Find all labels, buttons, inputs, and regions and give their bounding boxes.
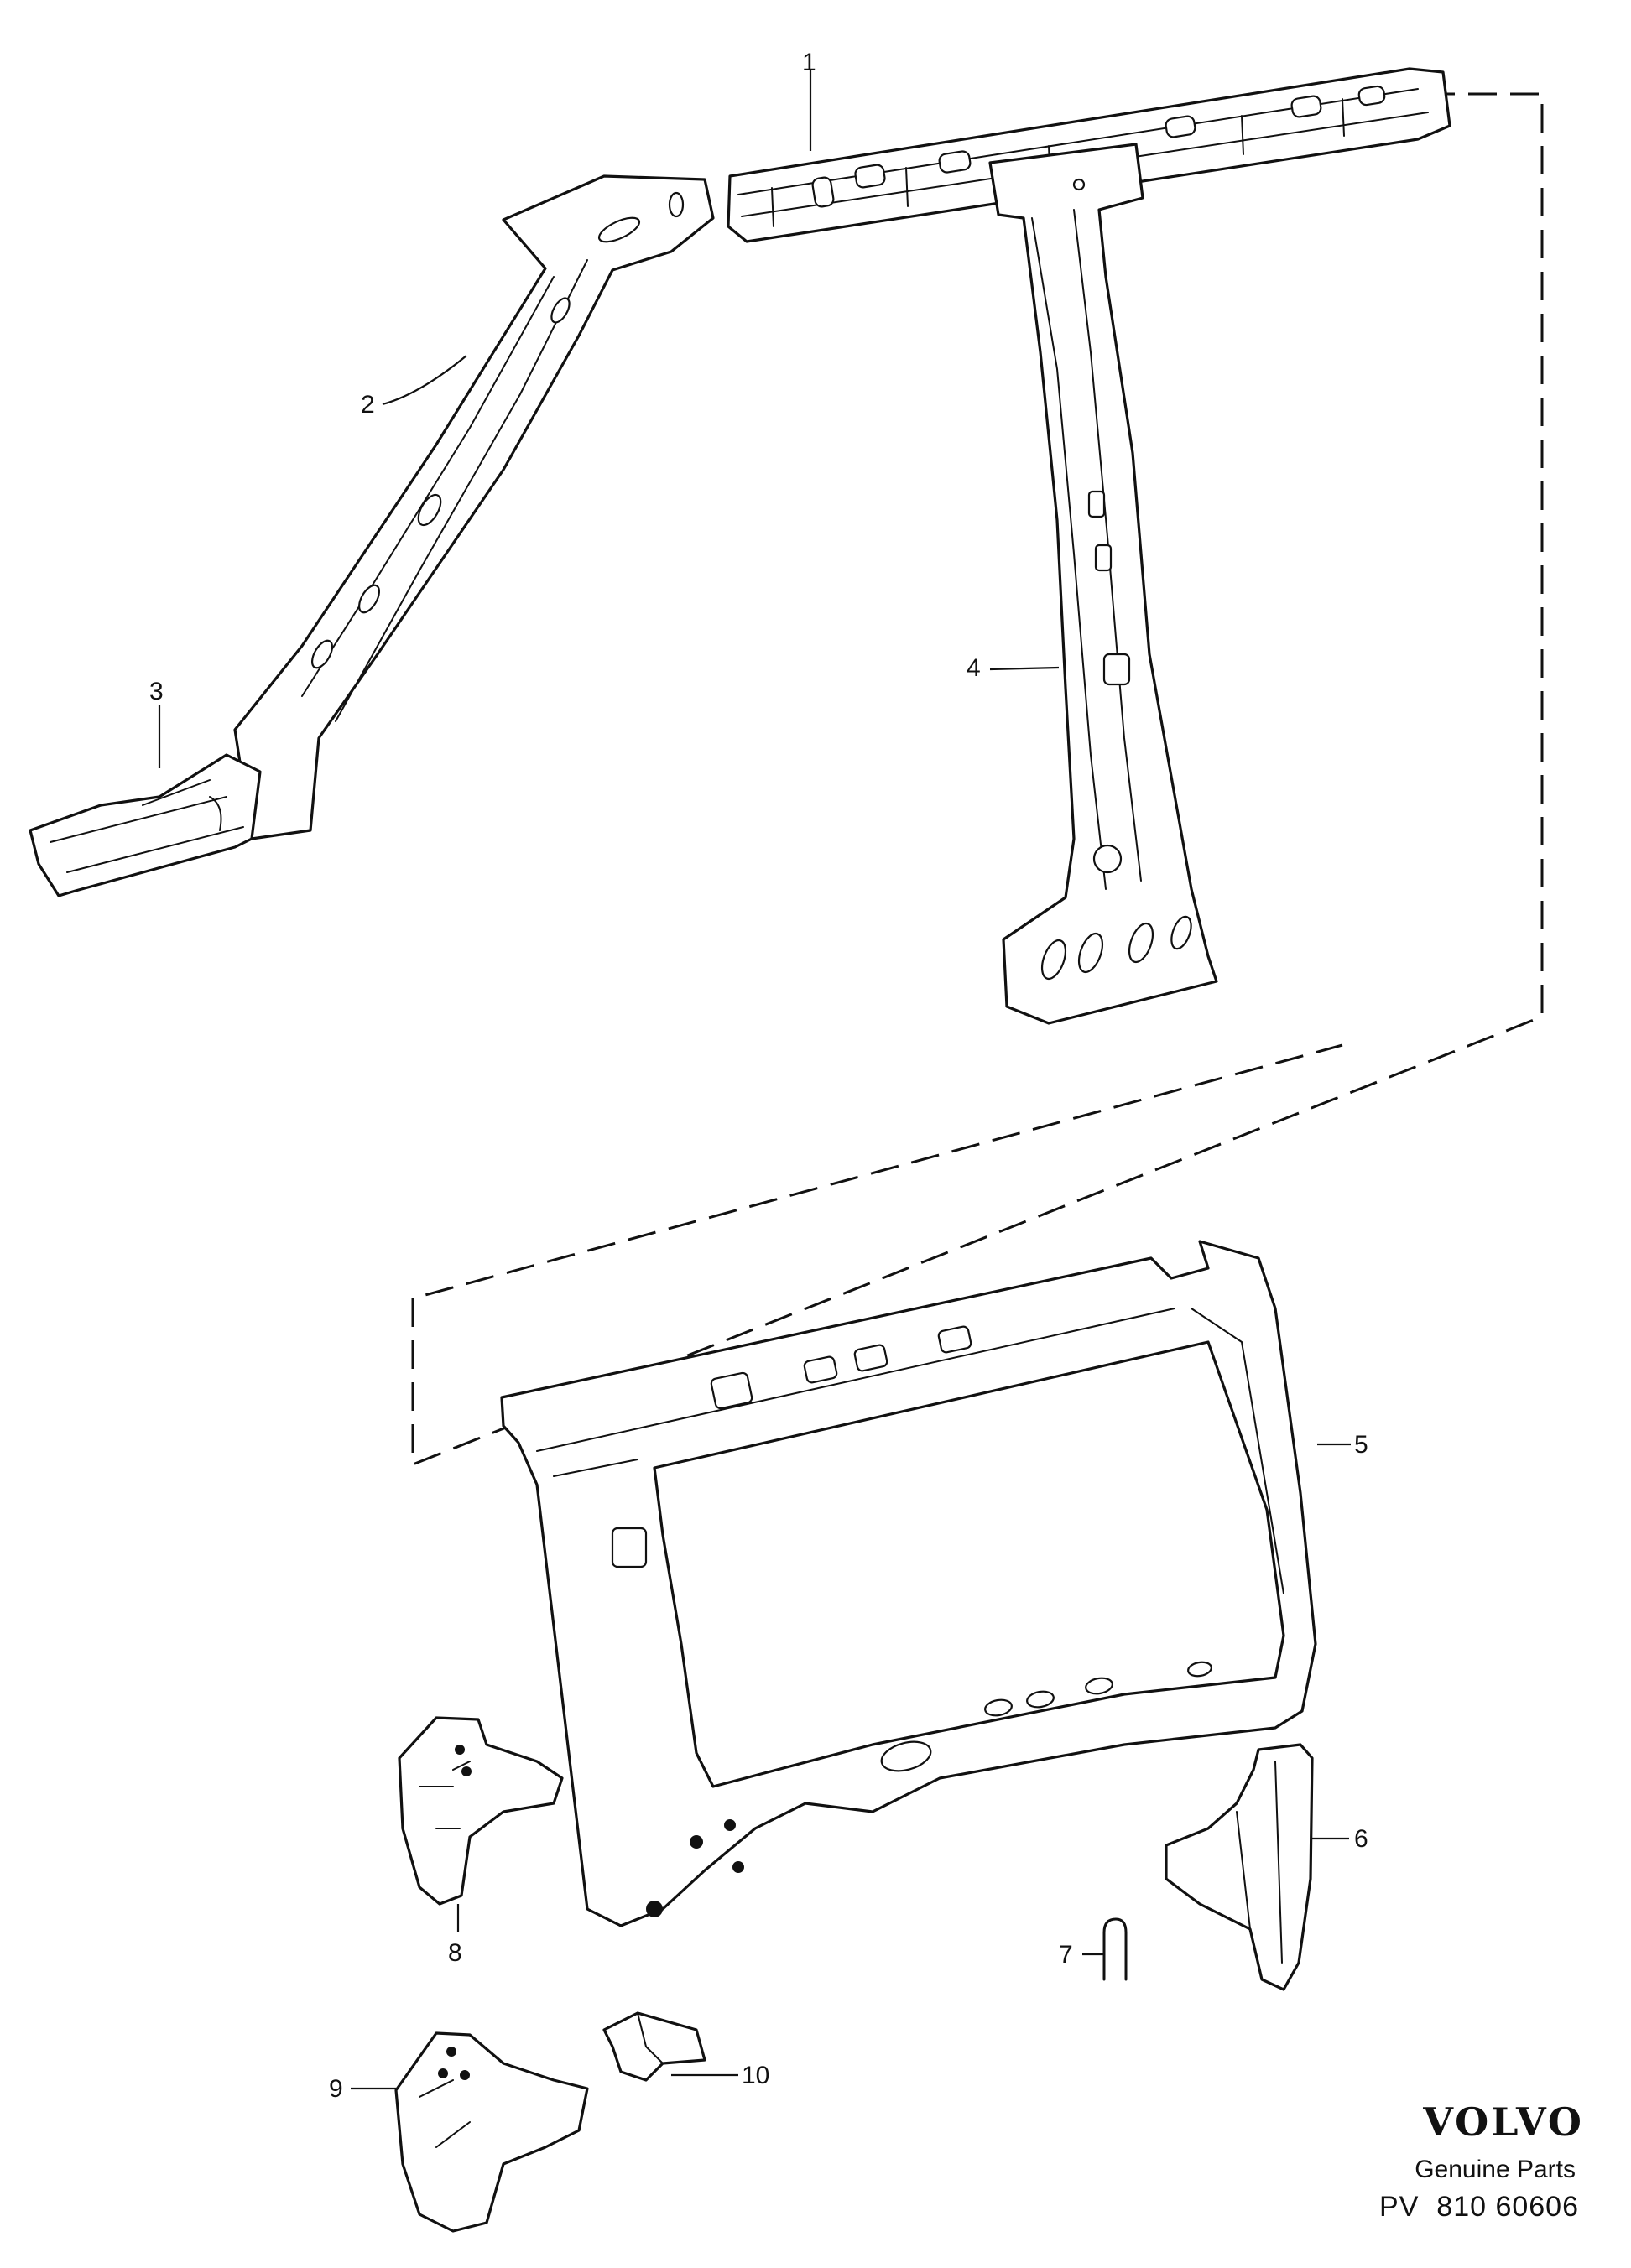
callout-4: 4 bbox=[967, 654, 981, 682]
part-b-pillar bbox=[988, 143, 1218, 1025]
callout-8: 8 bbox=[448, 1939, 462, 1967]
callout-leaders bbox=[158, 70, 1351, 2090]
callout-5: 5 bbox=[1354, 1431, 1368, 1459]
brand-block: VOLVO Genuine Parts PV 810 60606 bbox=[1379, 2099, 1584, 2223]
callout-2: 2 bbox=[361, 391, 375, 419]
callout-9: 9 bbox=[329, 2075, 343, 2103]
callout-labels: 1 2 3 4 5 6 7 8 9 10 bbox=[149, 49, 1368, 2103]
part-bracket-upper bbox=[398, 1716, 564, 1906]
part-side-frame bbox=[500, 1240, 1317, 1927]
assembly-dashed-outline bbox=[411, 92, 1544, 1467]
part-pillar-foot-bracket bbox=[29, 753, 262, 897]
brand-logo: VOLVO bbox=[1422, 2099, 1584, 2145]
part-clip bbox=[1102, 1917, 1128, 1981]
callout-3: 3 bbox=[149, 678, 164, 705]
callout-1: 1 bbox=[802, 49, 816, 76]
part-number-code: PV 810 60606 bbox=[1379, 2191, 1579, 2223]
part-small-angle-bracket bbox=[602, 2011, 706, 2082]
brand-subtitle: Genuine Parts bbox=[1415, 2156, 1576, 2183]
callout-7: 7 bbox=[1059, 1941, 1073, 1969]
part-a-pillar bbox=[233, 174, 715, 840]
part-bracket-lower bbox=[394, 2031, 589, 2233]
callout-10: 10 bbox=[742, 2062, 769, 2089]
part-corner-reinforcement bbox=[1165, 1743, 1314, 1991]
callout-6: 6 bbox=[1354, 1825, 1368, 1853]
